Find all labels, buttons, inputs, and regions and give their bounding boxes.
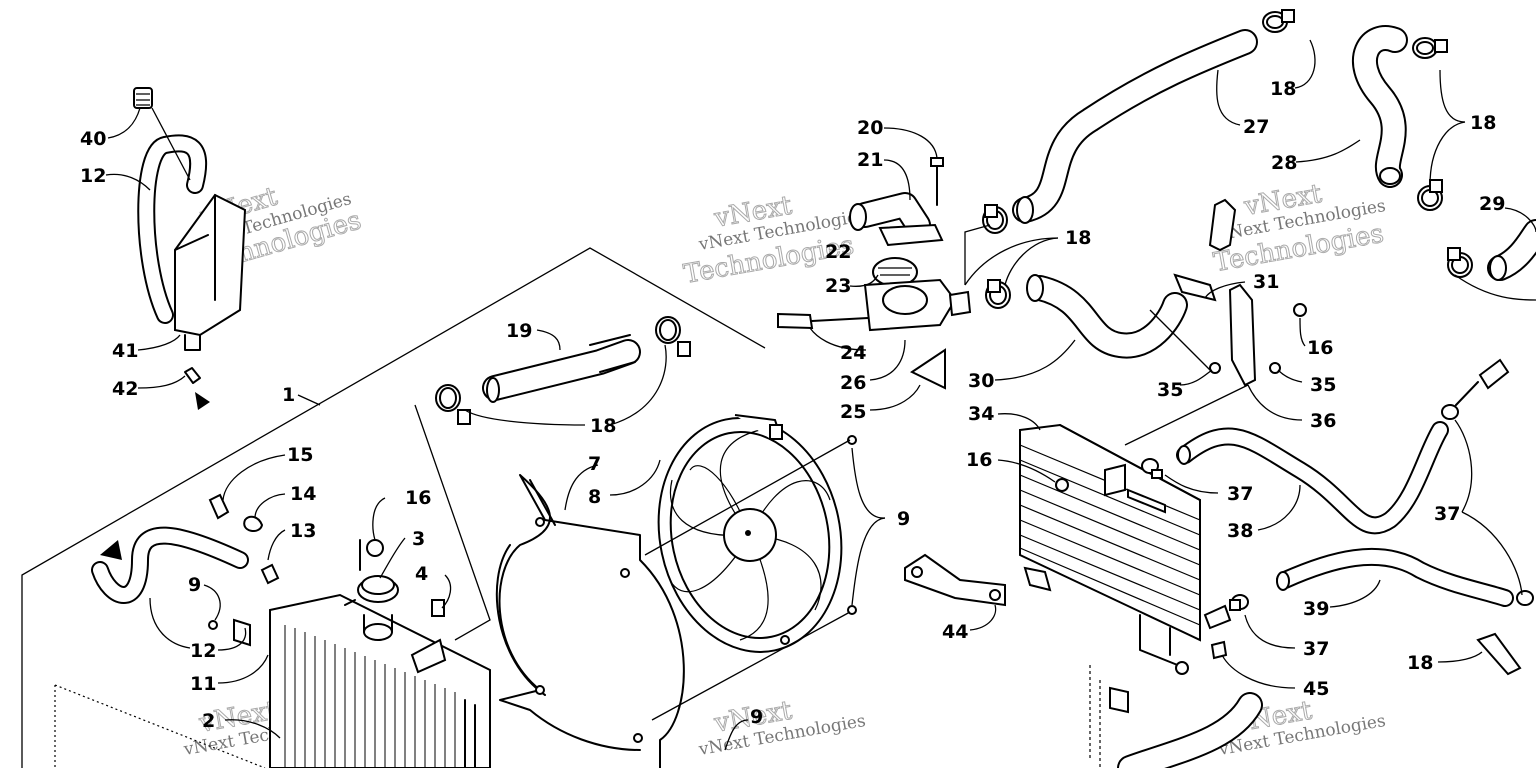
oil-cooler (1019, 283, 1307, 768)
hose-27 (982, 9, 1295, 234)
callout-11: 11 (190, 673, 216, 695)
callout-15: 15 (287, 444, 313, 466)
fan-shroud (495, 474, 685, 768)
watermark-3: vNext vNext Technologies Technologies (1211, 178, 1387, 278)
coolant-reservoir (133, 87, 247, 410)
radiator-assembly-outline-2 (414, 404, 491, 641)
callout-26: 26 (840, 372, 866, 394)
callout-37: 37 (1434, 503, 1460, 525)
callout-24: 24 (840, 342, 866, 364)
callout-37: 37 (1227, 483, 1253, 505)
watermark-5: vNext vNext Technologies (696, 695, 867, 760)
hose-39 (1203, 547, 1534, 676)
callout-29: 29 (1479, 193, 1505, 215)
callout-23: 23 (825, 275, 851, 297)
callout-9: 9 (188, 574, 201, 596)
callout-4: 4 (415, 563, 428, 585)
callout-41: 41 (112, 340, 138, 362)
callout-18: 18 (1407, 652, 1433, 674)
radiator (54, 493, 491, 768)
partial-hose-bottom-inner (1119, 694, 1261, 768)
callout-18: 18 (1065, 227, 1091, 249)
callout-21: 21 (857, 149, 883, 171)
callout-38: 38 (1227, 520, 1253, 542)
callout-37: 37 (1303, 638, 1329, 660)
callout-31: 31 (1253, 271, 1279, 293)
hose-38 (1141, 358, 1510, 535)
callout-19: 19 (506, 320, 532, 342)
callout-36: 36 (1310, 410, 1336, 432)
callout-39: 39 (1303, 598, 1329, 620)
callout-25: 25 (840, 401, 866, 423)
callout-2: 2 (202, 710, 215, 732)
callout-9: 9 (897, 508, 910, 530)
callout-13: 13 (290, 520, 316, 542)
hose-29 (1447, 219, 1536, 281)
callout-28: 28 (1271, 152, 1297, 174)
callout-3: 3 (412, 528, 425, 550)
bracket-44 (904, 553, 1006, 607)
callout-40: 40 (80, 128, 106, 150)
radiator-core-fins (284, 625, 456, 768)
callout-7: 7 (588, 453, 601, 475)
watermark-2: vNext vNext Technologies Technologies (681, 190, 867, 290)
hose-19 (435, 316, 691, 425)
callout-14: 14 (290, 483, 316, 505)
hose-28 (1352, 25, 1448, 211)
callout-30: 30 (968, 370, 994, 392)
hose-30 (985, 198, 1237, 359)
thermostat-housing (777, 157, 972, 390)
callout-18: 18 (590, 415, 616, 437)
callout-18: 18 (1470, 112, 1496, 134)
callouts: 40 12 41 42 1 15 14 13 16 3 4 9 12 11 2 … (80, 78, 1505, 732)
callout-42: 42 (112, 378, 138, 400)
radiator-assembly-outline (21, 247, 766, 768)
callout-20: 20 (857, 117, 883, 139)
leader-lines (105, 39, 1536, 751)
callout-8: 8 (588, 486, 601, 508)
callout-12: 12 (190, 640, 216, 662)
callout-35: 35 (1157, 379, 1183, 401)
callout-34: 34 (968, 403, 994, 425)
callout-9: 9 (750, 706, 763, 728)
callout-22: 22 (825, 241, 851, 263)
callout-16: 16 (966, 449, 992, 471)
callout-12: 12 (80, 165, 106, 187)
callout-18: 18 (1270, 78, 1296, 100)
callout-16: 16 (1307, 337, 1333, 359)
callout-44: 44 (942, 621, 968, 643)
callout-27: 27 (1243, 116, 1269, 138)
callout-35: 35 (1310, 374, 1336, 396)
callout-16: 16 (405, 487, 431, 509)
cooling-fan (657, 414, 857, 653)
callout-1: 1 (282, 384, 295, 406)
callout-45: 45 (1303, 678, 1329, 700)
